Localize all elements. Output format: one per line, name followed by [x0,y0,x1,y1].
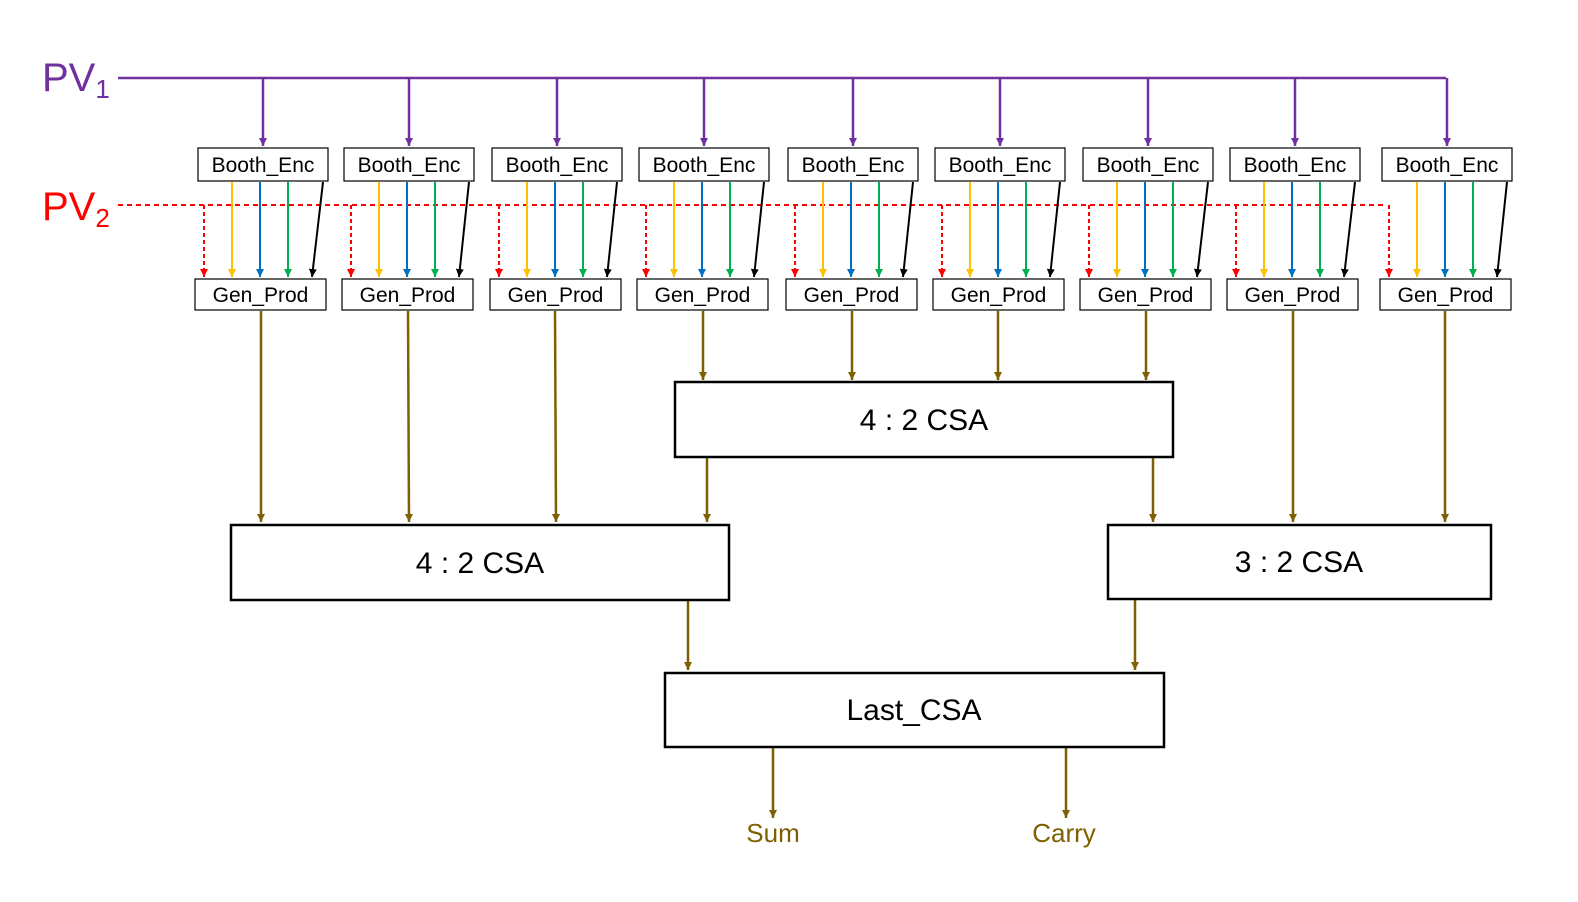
gen-prod-block: Gen_Prod [1079,278,1212,311]
booth-enc-block: Booth_Enc [491,147,623,182]
booth-enc-label: Booth_Enc [653,154,756,177]
gen-prod-block: Gen_Prod [194,278,327,311]
wire-gen2-left-csa [404,310,413,523]
gen-prod-label: Gen_Prod [1098,284,1194,307]
gen-prod-label: Gen_Prod [360,284,456,307]
booth-enc-block: Booth_Enc [934,147,1066,182]
carry-output-label: Carry [1032,818,1096,848]
csa-last-block: Last_CSA [663,671,1166,749]
csa-left-block: 4 : 2 CSA [229,523,731,602]
gen-prod-label: Gen_Prod [508,284,604,307]
booth-enc-label: Booth_Enc [949,154,1052,177]
csa-top-label: 4 : 2 CSA [860,404,988,437]
booth-enc-block: Booth_Enc [197,147,329,182]
gen-prod-label: Gen_Prod [804,284,900,307]
booth-enc-label: Booth_Enc [506,154,609,177]
booth-enc-block: Booth_Enc [1381,147,1513,182]
csa-right-label: 3 : 2 CSA [1235,546,1363,579]
gen-prod-label: Gen_Prod [951,284,1047,307]
gen-prod-block: Gen_Prod [1226,278,1359,311]
signal-arrow-5 [1340,181,1356,278]
gen-prod-block: Gen_Prod [785,278,918,311]
gen-prod-block: Gen_Prod [932,278,1065,311]
signal-arrow-5 [308,181,324,278]
csa-right-block: 3 : 2 CSA [1106,523,1493,601]
signal-arrow-5 [1493,181,1508,278]
csa-top-block: 4 : 2 CSA [673,380,1175,459]
booth-enc-block: Booth_Enc [638,147,770,182]
gen-prod-block: Gen_Prod [1379,278,1512,311]
booth-enc-label: Booth_Enc [1396,154,1499,177]
wire-gen3-left-csa [551,310,560,523]
booth-enc-label: Booth_Enc [1244,154,1347,177]
pv1-label: PV1 [42,56,110,104]
gen-prod-label: Gen_Prod [655,284,751,307]
gen-prod-label: Gen_Prod [1398,284,1494,307]
signal-arrow-5 [1046,181,1061,278]
pv2-label: PV2 [42,185,110,233]
booth-enc-block: Booth_Enc [1229,147,1361,182]
booth-enc-label: Booth_Enc [212,154,315,177]
csa-left-label: 4 : 2 CSA [416,547,544,580]
signal-arrow-5 [899,181,914,278]
booth-enc-block: Booth_Enc [787,147,919,182]
signal-arrow-5 [603,181,618,278]
gen-prod-block: Gen_Prod [489,278,622,311]
booth-enc-label: Booth_Enc [1097,154,1200,177]
sum-output-label: Sum [746,818,799,848]
gen-prod-block: Gen_Prod [636,278,769,311]
booth-enc-block: Booth_Enc [1082,147,1214,182]
booth-enc-label: Booth_Enc [802,154,905,177]
gen-prod-label: Gen_Prod [213,284,309,307]
signal-arrow-5 [750,181,765,278]
booth-enc-label: Booth_Enc [358,154,461,177]
product-wires [257,310,1449,818]
booth-enc-block: Booth_Enc [343,147,475,182]
csa-last-label: Last_CSA [846,694,981,727]
signal-arrow-5 [1193,181,1209,278]
gen-prod-label: Gen_Prod [1245,284,1341,307]
gen-prod-block: Gen_Prod [341,278,474,311]
signal-arrow-5 [455,181,470,278]
